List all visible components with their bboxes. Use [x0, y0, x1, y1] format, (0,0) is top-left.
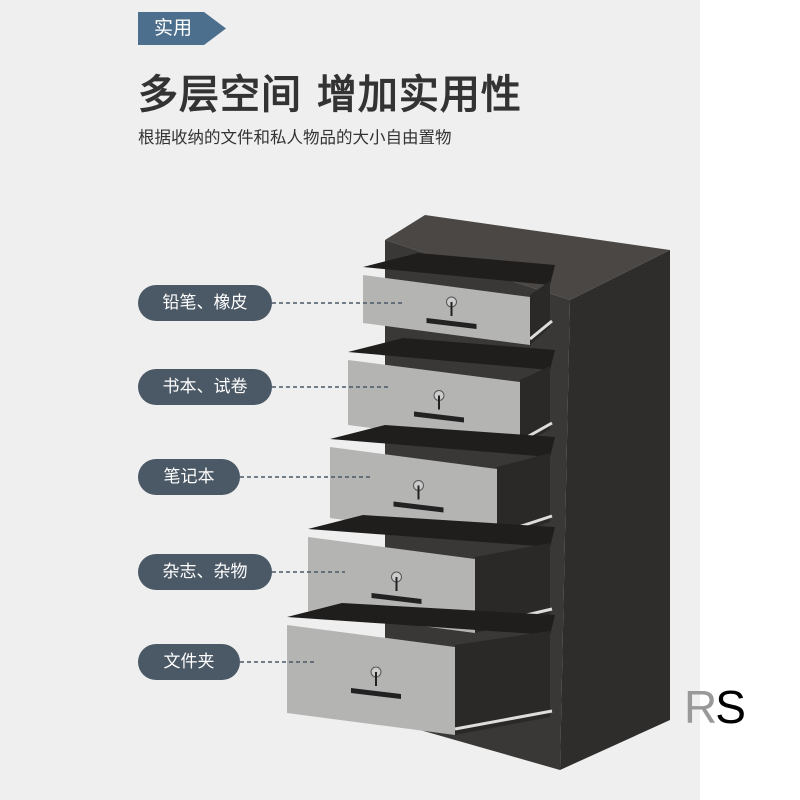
drawer-side: [455, 631, 550, 735]
drawer-front: [348, 360, 520, 447]
label-magazines-misc: 杂志、杂物: [138, 554, 272, 590]
drawer-slide-rail: [529, 319, 553, 341]
drawer-handle: [393, 501, 444, 513]
watermark: RS: [684, 681, 746, 733]
subheadline: 根据收纳的文件和私人物品的大小自由置物: [138, 128, 452, 147]
label-books-papers: 书本、试卷: [138, 369, 272, 405]
drawer-handle: [426, 318, 477, 329]
cabinet-top: [385, 215, 670, 300]
drawer-side: [475, 543, 550, 633]
drawer-slide-rail: [454, 709, 553, 731]
label-notebooks: 笔记本: [138, 459, 240, 495]
label-pencils-erasers: 铅笔、橡皮: [138, 285, 272, 321]
drawer-front: [363, 275, 530, 345]
label-folders: 文件夹: [138, 644, 240, 680]
drawer-handle: [351, 688, 401, 699]
drawer-front: [287, 625, 455, 735]
headline: 多层空间 增加实用性: [138, 72, 522, 118]
drawer-interior: [330, 425, 555, 457]
drawer-interior: [287, 603, 555, 635]
drawer-handle: [371, 593, 422, 604]
category-tag: 实用: [138, 12, 226, 45]
cabinet-side: [560, 250, 670, 770]
drawer-interior: [308, 515, 555, 547]
drawer-handle: [414, 411, 464, 423]
drawer-side: [530, 281, 550, 345]
drawer-interior: [348, 338, 555, 370]
drawer-side: [497, 453, 550, 540]
drawer-interior: [363, 253, 555, 285]
